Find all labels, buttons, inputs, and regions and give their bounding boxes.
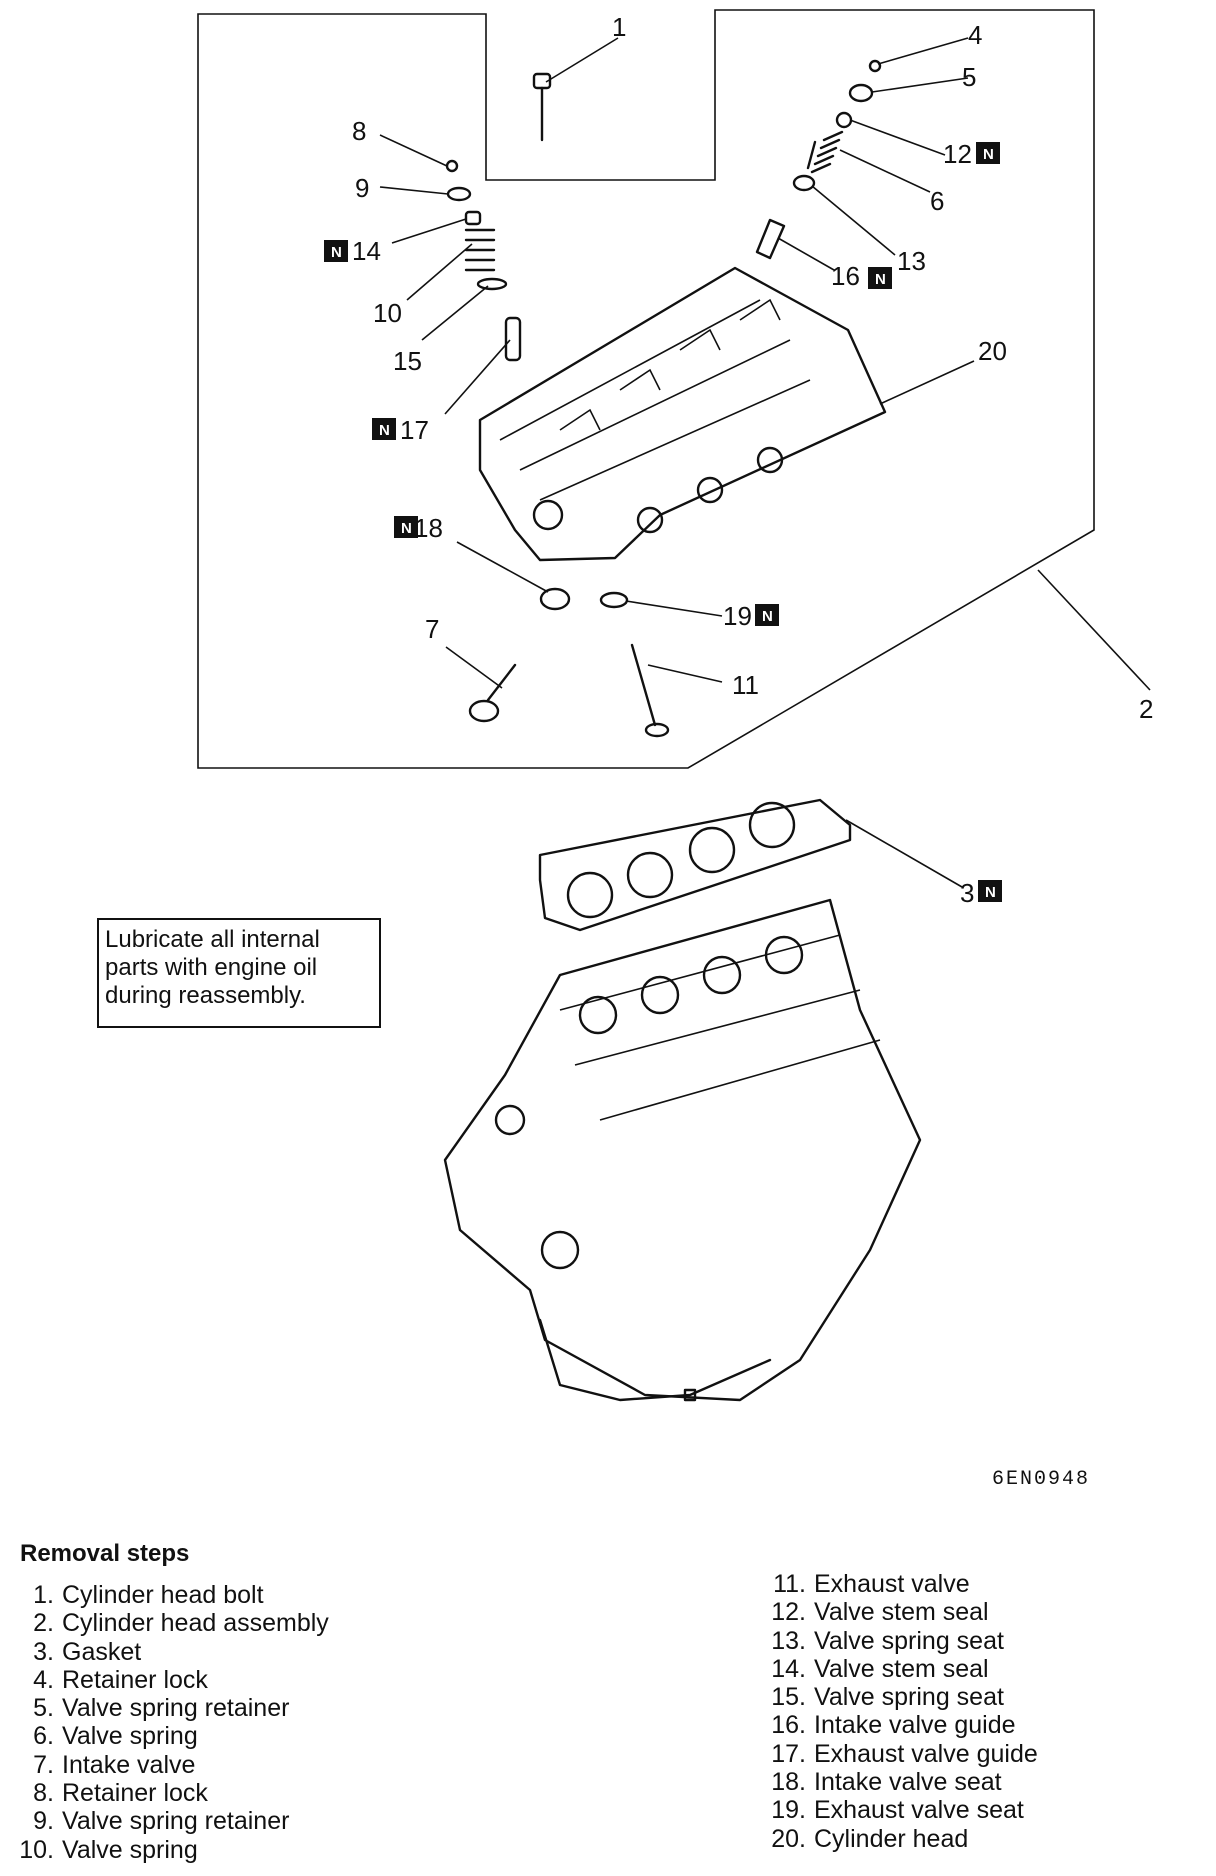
removal-step: 11.Exhaust valve	[773, 1570, 970, 1598]
spring-retainer-exhaust	[848, 83, 874, 103]
new-part-symbol: N	[394, 516, 418, 538]
cylinder-head	[478, 266, 887, 562]
callout-2: 2	[1139, 694, 1153, 724]
svg-text:N: N	[331, 244, 342, 261]
callout-labels: 1 2 3 4 5 6 7 8 9 10 11 12 13 14 15 16 1…	[352, 12, 1153, 908]
spring-seat-intake	[476, 277, 508, 291]
head-gasket	[538, 798, 852, 932]
note-line: Lubricate all internal	[105, 926, 320, 953]
removal-step: 2.Cylinder head assembly	[33, 1609, 329, 1638]
svg-text:N: N	[983, 146, 994, 163]
new-part-symbol: N	[755, 604, 779, 626]
callout-5: 5	[962, 62, 976, 92]
removal-step: 18.Intake valve seat	[771, 1768, 1002, 1797]
valve-spring-intake	[464, 228, 496, 272]
removal-step: 20.Cylinder head	[771, 1824, 969, 1853]
removal-step: 14.Valve stem seal	[771, 1654, 989, 1683]
exhaust-valve	[630, 643, 670, 738]
callout-15: 15	[393, 346, 422, 376]
removal-step: 6.Valve spring	[33, 1722, 198, 1751]
note-line: parts with engine oil	[105, 954, 318, 981]
intake-valve-seat	[539, 587, 571, 611]
callout-1: 1	[612, 12, 626, 42]
exhaust-valve-seat	[599, 591, 629, 609]
note-line: during reassembly.	[105, 982, 306, 1009]
callout-10: 10	[373, 298, 402, 328]
removal-step: 16.Intake valve guide	[771, 1711, 1016, 1740]
leader-lines	[379, 37, 1151, 888]
intake-valve-guide	[755, 218, 786, 260]
removal-step: 3.Gasket	[33, 1637, 142, 1666]
svg-text:N: N	[985, 884, 996, 901]
callout-20: 20	[978, 336, 1007, 366]
removal-step: 15.Valve spring seat	[771, 1683, 1004, 1712]
callout-17: 17	[400, 415, 429, 445]
callout-8: 8	[352, 116, 366, 146]
callout-18: 18	[414, 513, 443, 543]
callout-6: 6	[930, 186, 944, 216]
new-part-symbol: N	[372, 418, 396, 440]
removal-step: 5.Valve spring retainer	[33, 1694, 290, 1723]
removal-steps-left-column: 1.Cylinder head bolt 2.Cylinder head ass…	[8, 1581, 329, 1864]
svg-text:N: N	[875, 271, 886, 288]
removal-step: 17.Exhaust valve guide	[771, 1739, 1038, 1768]
new-part-symbol: N	[868, 267, 892, 289]
callout-16: 16	[831, 261, 860, 291]
figure-code: 6EN0948	[992, 1468, 1091, 1491]
callout-11: 11	[732, 670, 759, 700]
callout-4: 4	[968, 20, 982, 50]
spring-retainer-intake	[446, 186, 472, 202]
removal-step: 10.Valve spring	[19, 1835, 198, 1864]
removal-step: 8.Retainer lock	[33, 1779, 208, 1808]
retainer-lock-exhaust	[868, 59, 882, 73]
callout-7: 7	[425, 614, 439, 644]
callout-3: 3	[960, 878, 974, 908]
new-part-symbol: N	[324, 240, 348, 262]
cylinder-head-bolt	[532, 72, 552, 142]
new-part-symbols: N N N N N N N	[324, 142, 1002, 902]
removal-steps-title: Removal steps	[20, 1540, 190, 1567]
removal-step: 13.Valve spring seat	[771, 1626, 1004, 1655]
removal-step: 19.Exhaust valve seat	[771, 1796, 1024, 1825]
svg-text:N: N	[379, 422, 390, 439]
exhaust-valve-guide	[504, 316, 522, 362]
removal-step: 12.Valve stem seal	[771, 1598, 989, 1627]
new-part-symbol: N	[978, 880, 1002, 902]
svg-text:N: N	[762, 608, 773, 625]
stem-seal-exhaust	[835, 111, 853, 129]
removal-step: 7.Intake valve	[33, 1750, 196, 1779]
intake-valve	[468, 663, 517, 723]
callout-19: 19	[723, 601, 752, 631]
removal-steps-right-column: 11.Exhaust valve 12.Valve stem seal 13.V…	[760, 1570, 1038, 1853]
callout-9: 9	[355, 173, 369, 203]
callout-14: 14	[352, 236, 381, 266]
removal-step: 4.Retainer lock	[33, 1665, 208, 1694]
new-part-symbol: N	[976, 142, 1000, 164]
retainer-lock-intake	[445, 159, 459, 173]
assembly-boundary	[197, 9, 1095, 769]
valve-spring-exhaust	[806, 130, 844, 174]
removal-step: 1.Cylinder head bolt	[33, 1581, 264, 1609]
callout-12: 12	[943, 139, 972, 169]
callout-13: 13	[897, 246, 926, 276]
lubrication-note: Lubricate all internal parts with engine…	[97, 918, 381, 1028]
stem-seal-intake	[464, 210, 482, 226]
removal-step: 9.Valve spring retainer	[33, 1807, 290, 1836]
svg-text:N: N	[401, 520, 412, 537]
spring-seat-exhaust	[792, 174, 816, 192]
cylinder-block	[443, 898, 922, 1402]
